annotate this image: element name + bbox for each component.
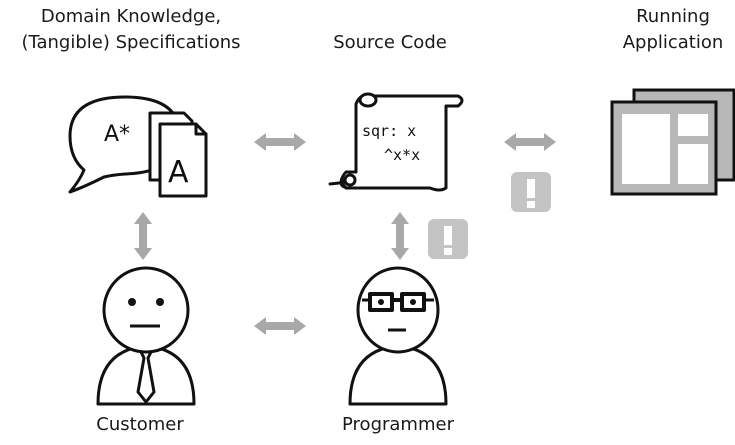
running-app-label: Running Application bbox=[612, 4, 734, 56]
speech-text: A* bbox=[104, 122, 130, 147]
speech-bubble-with-documents-icon: A* A bbox=[68, 95, 208, 198]
domain-label-line2: (Tangible) Specifications bbox=[21, 32, 241, 53]
code-line-1: sqr: x bbox=[362, 122, 416, 140]
customer-person-icon bbox=[96, 266, 196, 406]
application-windows-icon bbox=[610, 88, 735, 196]
double-arrow-icon bbox=[254, 133, 306, 151]
running-app-label-line1: Running bbox=[636, 6, 710, 27]
source-code-label: Source Code bbox=[333, 32, 447, 53]
double-arrow-icon bbox=[254, 317, 306, 335]
scroll-body bbox=[340, 94, 464, 192]
double-arrow-icon bbox=[391, 212, 409, 260]
domain-label: Domain Knowledge, (Tangible) Specificati… bbox=[0, 4, 262, 56]
scroll-icon: sqr: x ^x*x bbox=[328, 92, 464, 192]
double-arrow-icon bbox=[134, 212, 152, 260]
warning-icon bbox=[428, 219, 468, 259]
running-app-label-line2: Application bbox=[622, 32, 724, 53]
code-line-2: ^x*x bbox=[384, 146, 420, 164]
customer-head bbox=[102, 266, 190, 354]
warning-icon bbox=[511, 172, 551, 212]
programmer-head bbox=[356, 266, 440, 354]
programmer-person-icon bbox=[348, 266, 448, 406]
programmer-label: Programmer bbox=[342, 414, 454, 435]
document-front bbox=[158, 122, 208, 198]
programmer-body bbox=[348, 344, 448, 406]
customer-label: Customer bbox=[96, 414, 184, 435]
double-arrow-icon bbox=[504, 133, 556, 151]
document-letter: A bbox=[168, 155, 189, 190]
domain-label-line1: Domain Knowledge, bbox=[40, 6, 222, 27]
